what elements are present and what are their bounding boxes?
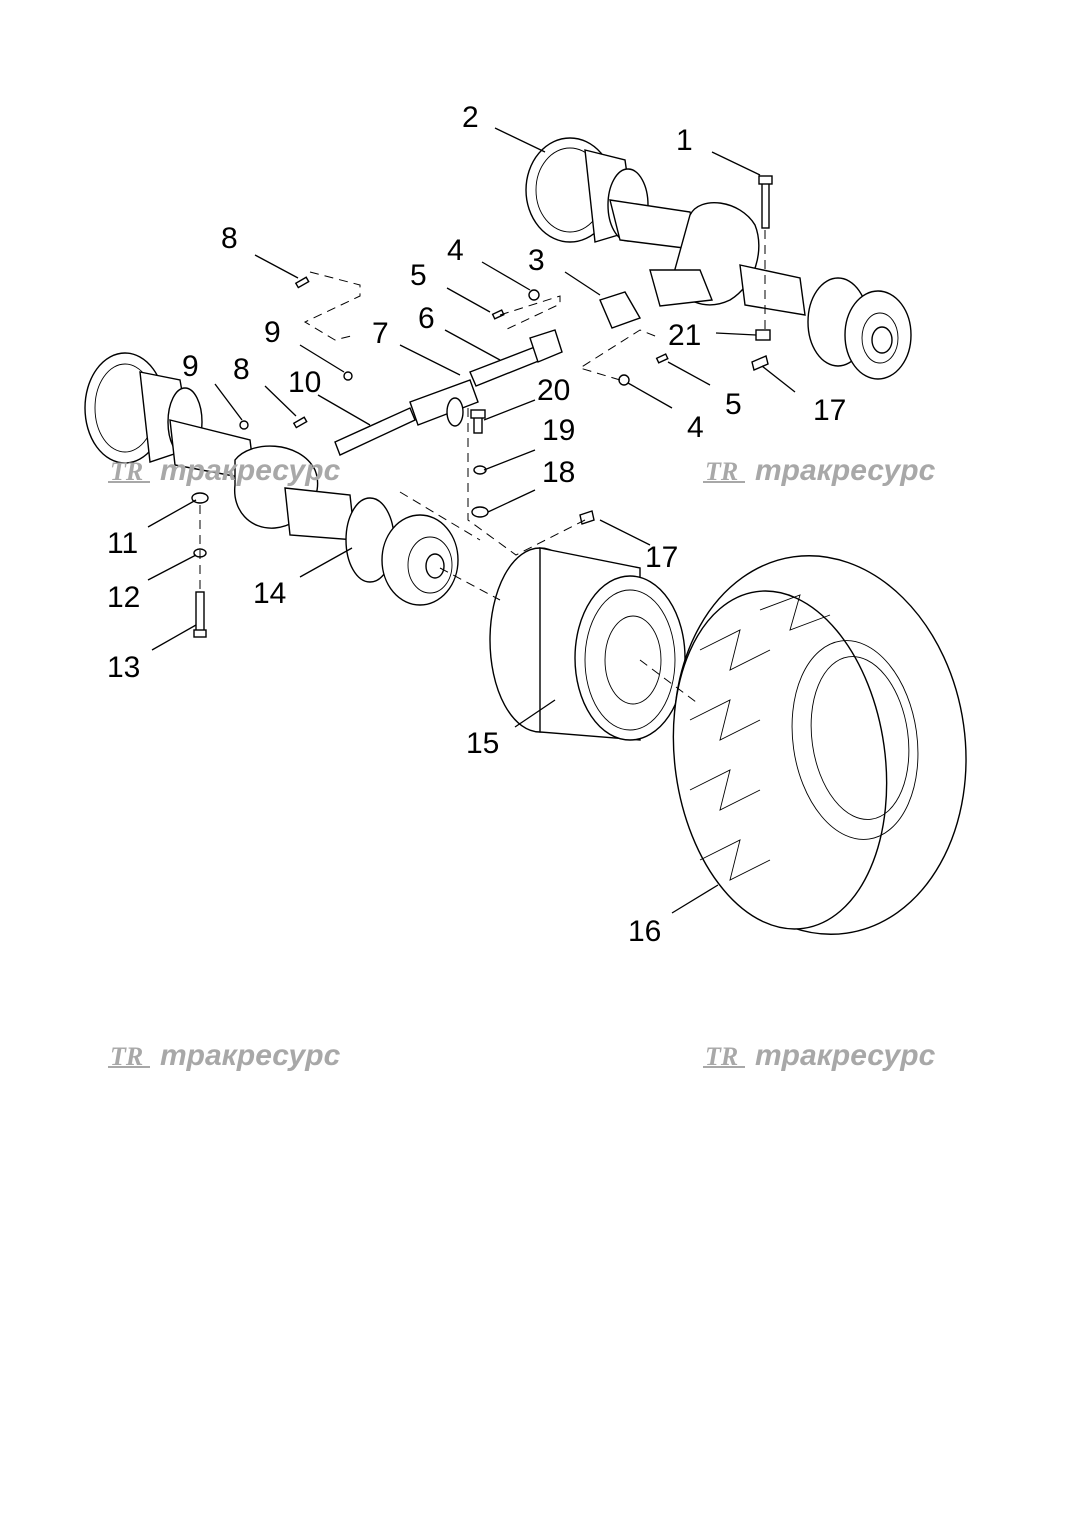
nut-21: [755, 329, 771, 341]
callout-12: 12: [107, 581, 140, 614]
callout-21: 21: [668, 319, 701, 352]
washer-18: [471, 506, 489, 518]
fitting-17-front: [579, 510, 595, 525]
callout-17-front: 17: [645, 541, 678, 574]
nut-4-lower: [618, 374, 630, 386]
bolt-20: [470, 409, 486, 434]
nut-9-upper: [343, 371, 353, 381]
callout-15: 15: [466, 727, 499, 760]
nut-4-upper: [528, 289, 540, 301]
watermark-bottom-left: TR тракресурс: [108, 1039, 341, 1072]
callout-8-lower: 8: [233, 353, 250, 386]
watermark-bottom-right: TR тракресурс: [703, 1039, 936, 1072]
bolt-5-upper: [491, 309, 505, 320]
tire: [672, 555, 967, 935]
pin-8-lower: [292, 416, 308, 429]
watermark-text: тракресурс: [160, 1039, 341, 1072]
callout-8-upper: 8: [221, 222, 238, 255]
callout-14: 14: [253, 577, 286, 610]
callout-17-rear: 17: [813, 394, 846, 427]
callout-19: 19: [542, 414, 575, 447]
pin-8-upper: [294, 276, 310, 289]
watermark-mid-right: TR тракресурс: [703, 454, 936, 487]
callout-6: 6: [418, 302, 435, 335]
callout-5-upper: 5: [410, 259, 427, 292]
callout-18: 18: [542, 456, 575, 489]
callout-1: 1: [676, 124, 693, 157]
wheel-rim: [489, 547, 686, 741]
leader-lines: [147, 127, 796, 914]
watermark-text: тракресурс: [755, 1039, 936, 1072]
drive-shaft: [334, 329, 563, 456]
callout-20: 20: [537, 374, 570, 407]
watermark-mid-left: TR тракресурс: [108, 454, 341, 487]
rear-axle: [525, 137, 912, 380]
fitting-17-rear: [751, 355, 769, 371]
callout-9-lower: 9: [182, 350, 199, 383]
callout-4-lower: 4: [687, 411, 704, 444]
watermark-text: тракресурс: [755, 454, 936, 487]
callout-10: 10: [288, 366, 321, 399]
callout-4-upper: 4: [447, 234, 464, 267]
callout-13: 13: [107, 651, 140, 684]
callout-7: 7: [372, 317, 389, 350]
callout-16: 16: [628, 915, 661, 948]
watermark-text: тракресурс: [160, 454, 341, 487]
callout-9-upper: 9: [264, 316, 281, 349]
callout-5-lower: 5: [725, 388, 742, 421]
callout-11: 11: [107, 527, 138, 560]
bolt-1: [758, 175, 773, 229]
front-axle: [84, 352, 459, 606]
callout-3: 3: [528, 244, 545, 277]
callout-2: 2: [462, 101, 479, 134]
bolt-5-lower: [655, 353, 669, 364]
washer-19: [473, 465, 487, 475]
assembly-lines: [199, 230, 766, 706]
nut-9-lower: [239, 420, 249, 430]
bolt-13: [193, 591, 207, 638]
